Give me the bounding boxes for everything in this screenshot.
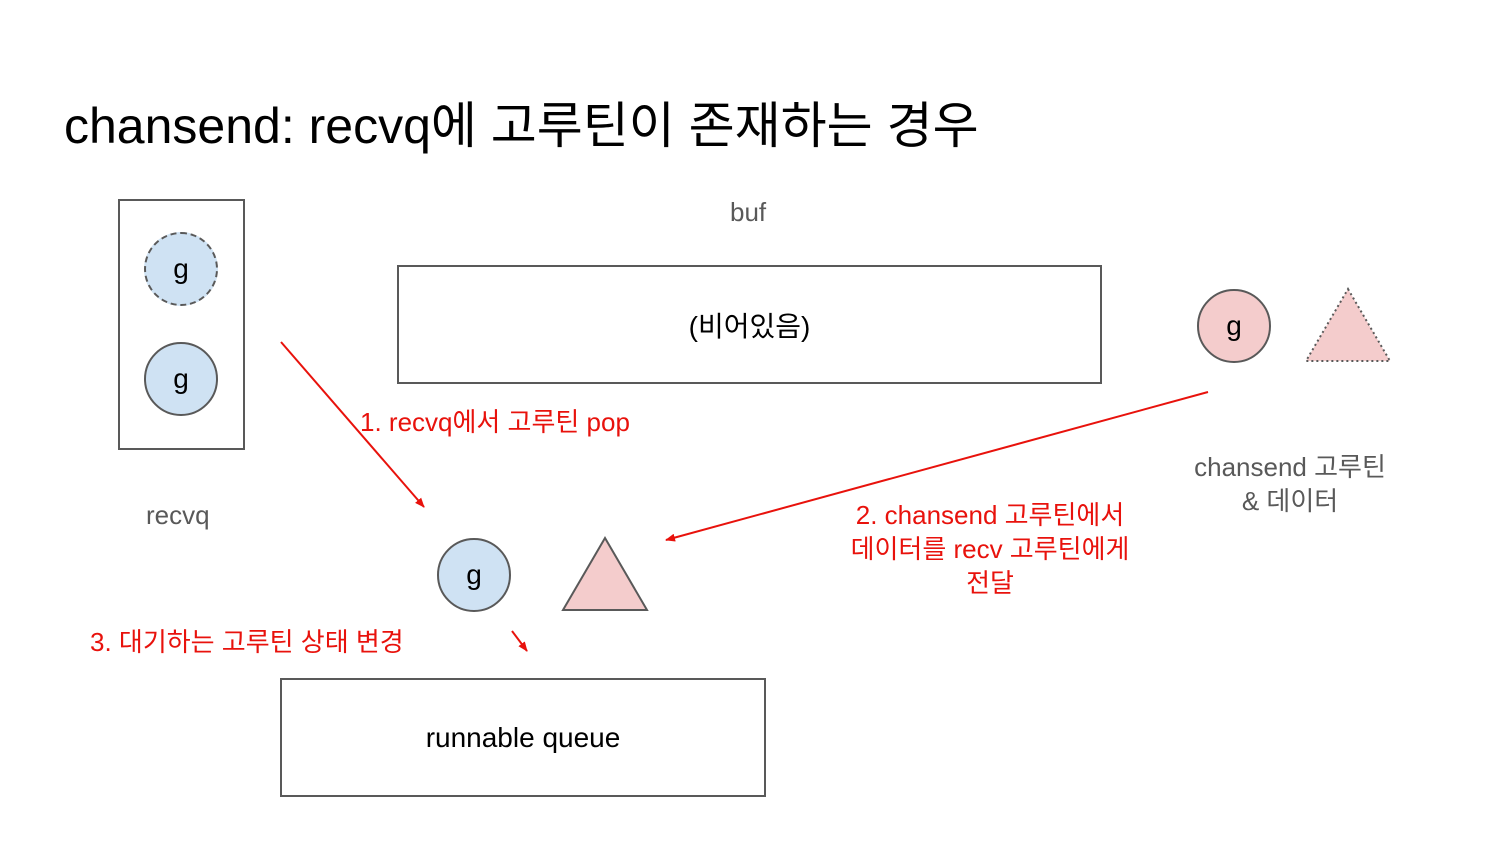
slide-title: chansend: recvq에 고루틴이 존재하는 경우 [64, 98, 979, 154]
received-goroutine: g [437, 538, 511, 612]
step2-line1: 2. chansend 고루틴에서 [855, 500, 1125, 530]
recvq-goroutine-dequeued: g [144, 232, 218, 306]
recvq-goroutine: g [144, 342, 218, 416]
sender-goroutine: g [1197, 289, 1271, 363]
goroutine-label: g [466, 559, 482, 590]
step2-label: 2. chansend 고루틴에서 데이터를 recv 고루틴에게 전달 [790, 498, 1190, 600]
step3-arrow [511, 630, 528, 652]
step3-label: 3. 대기하는 고루틴 상태 변경 [90, 627, 404, 657]
sender-label-line2: & 데이터 [1241, 486, 1339, 516]
buf-label: buf [730, 197, 767, 227]
goroutine-label: g [1226, 310, 1242, 341]
buf-box: (비어있음) [397, 265, 1102, 384]
step2-arrow [665, 391, 1209, 542]
received-data-triangle [561, 536, 649, 611]
runnable-queue-label: runnable queue [425, 721, 621, 753]
step2-line2: 데이터를 recv 고루틴에게 [850, 534, 1130, 564]
buf-content: (비어있음) [688, 310, 811, 342]
sender-label-line1: chansend 고루틴 [1194, 452, 1386, 482]
goroutine-label: g [173, 253, 189, 284]
goroutine-label: g [173, 363, 189, 394]
step1-label: 1. recvq에서 고루틴 pop [360, 407, 630, 437]
sender-data-triangle [1304, 287, 1392, 362]
sender-label: chansend 고루틴 & 데이터 [1130, 450, 1450, 518]
recvq-label: recvq [146, 500, 210, 530]
runnable-queue-box: runnable queue [280, 678, 766, 797]
step2-line3: 전달 [966, 568, 1014, 598]
step1-arrow [280, 341, 425, 508]
